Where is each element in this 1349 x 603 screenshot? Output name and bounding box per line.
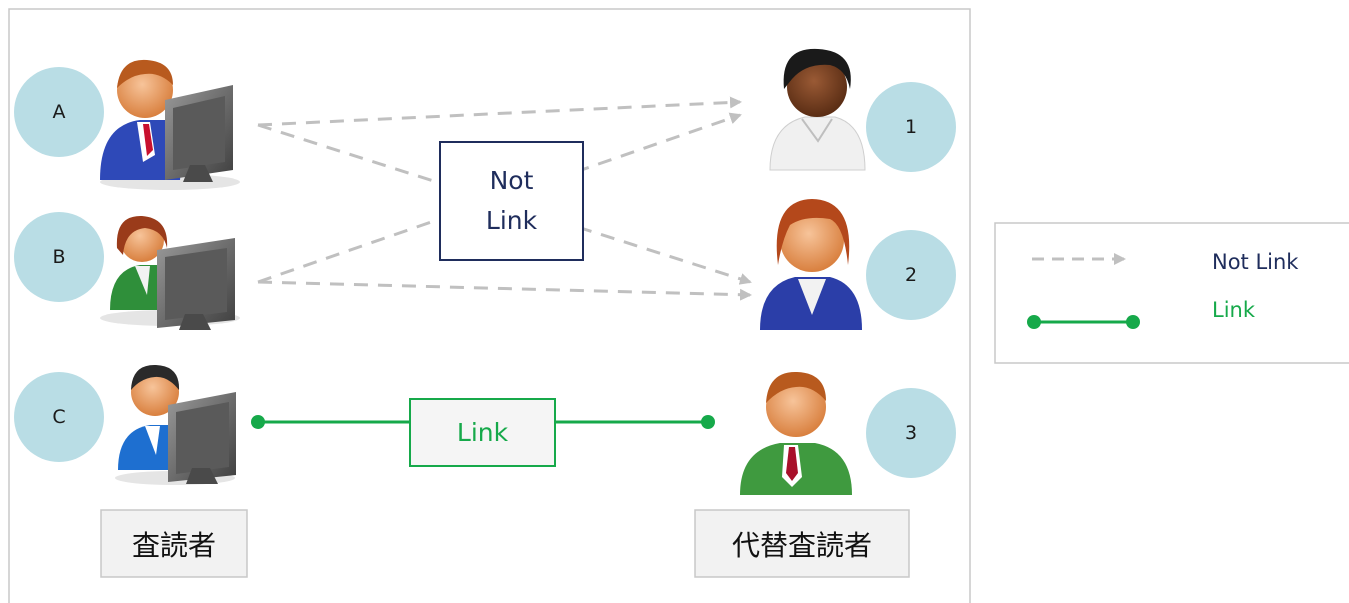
alt-reviewer-caption: 代替査読者: [731, 528, 872, 562]
not-link-line1: Not: [489, 166, 534, 195]
alt-reviewer-caption-box: [694, 509, 910, 578]
legend-link-swatch: [1027, 315, 1140, 329]
reviewer-caption: 査読者: [131, 528, 216, 562]
not-link-arrows: [257, 96, 752, 301]
legend-box: [994, 222, 1349, 364]
alt-reviewer-circle-2: 2: [866, 230, 956, 320]
alt-reviewer-1-icon: [769, 48, 866, 171]
arrow-a-to-1: [257, 96, 742, 127]
alt-reviewer-circle-1: 1: [866, 82, 956, 172]
link-box: [409, 398, 556, 467]
reviewer-c-icon: [115, 364, 236, 485]
reviewer-b-icon: [100, 215, 240, 330]
not-link-box: [439, 141, 584, 261]
arrow-b-to-2: [257, 280, 752, 301]
legend-link-label: Link: [1212, 298, 1256, 322]
legend-not-link-label: Not Link: [1212, 250, 1299, 274]
link-box-text: Link: [456, 418, 509, 447]
arrow-b-to-1: [257, 112, 742, 284]
reviewer-circle-c: C: [14, 372, 104, 462]
reviewer-caption-box: [100, 509, 248, 578]
not-link-line2: Link: [485, 206, 538, 235]
alt-reviewer-2-icon: [760, 199, 862, 330]
reviewer-circle-a: A: [14, 67, 104, 157]
alt-reviewer-circle-3: 3: [866, 388, 956, 478]
reviewer-a-icon: [100, 59, 240, 190]
reviewer-circle-b: B: [14, 212, 104, 302]
alt-reviewer-3-icon: [740, 371, 852, 495]
not-link-box-text: Not Link: [440, 142, 583, 260]
